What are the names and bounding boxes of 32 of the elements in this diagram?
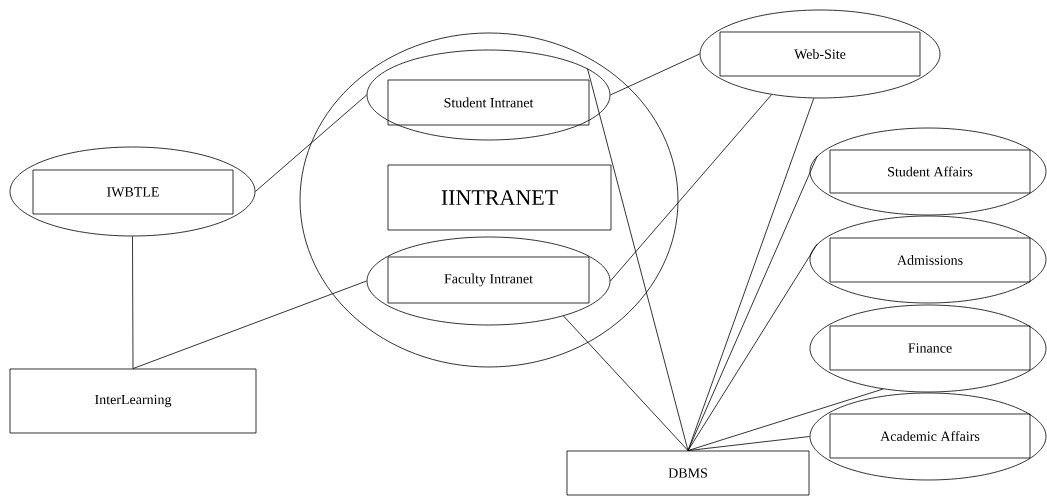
ellipse [809, 392, 1047, 481]
text-box: DBMS [566, 450, 810, 496]
text-box: Academic Affairs [829, 413, 1031, 459]
text-box: Web-Site [719, 31, 921, 77]
text-box: Student Affairs [829, 149, 1031, 194]
text-box: InterLearning [9, 368, 257, 434]
ellipse [9, 146, 256, 237]
connector-line [563, 315, 689, 451]
text-box: IINTRANET [387, 164, 612, 231]
ellipse [809, 304, 1047, 393]
text-box: Finance [829, 325, 1031, 371]
connector-line [687, 243, 818, 451]
ellipse [366, 49, 611, 141]
connector-line [687, 436, 810, 451]
connector-line [132, 280, 367, 369]
connector-line [687, 97, 815, 451]
ellipse [809, 127, 1047, 216]
ellipse [366, 236, 611, 326]
connector-line [610, 94, 772, 282]
connector-line [132, 236, 134, 369]
text-box: Admissions [829, 237, 1031, 283]
connector-line [610, 53, 700, 96]
ellipse [699, 9, 941, 99]
text-box: IWBTLE [32, 169, 234, 215]
connector-line [255, 94, 367, 192]
text-box: Student Intranet [387, 79, 590, 126]
connector-line [687, 388, 884, 451]
connector-line [687, 155, 818, 451]
ellipse [299, 32, 679, 368]
text-box: Faculty Intranet [387, 256, 590, 304]
ellipse [809, 215, 1047, 304]
connector-line [587, 68, 689, 451]
